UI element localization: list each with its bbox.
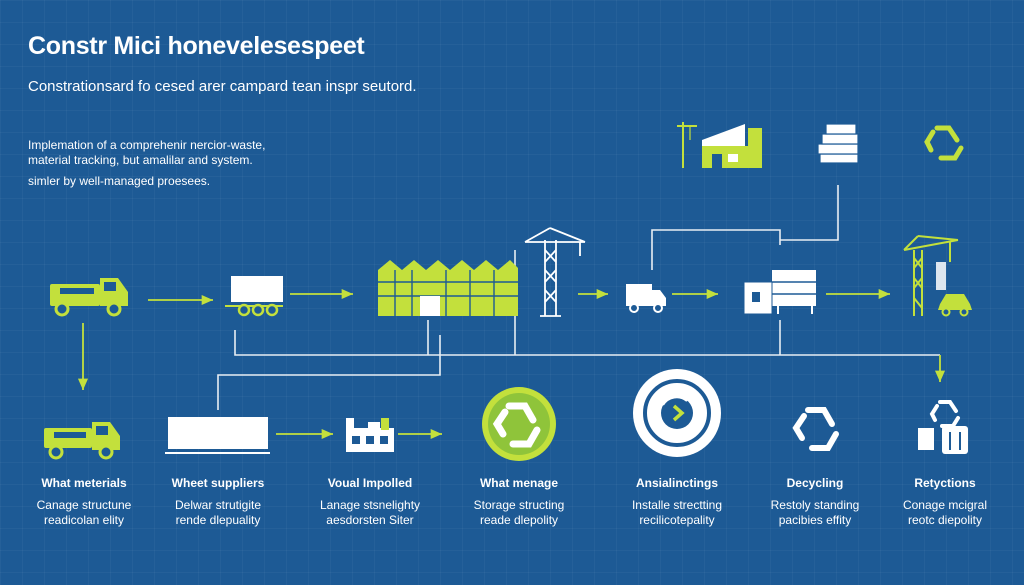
stage-label-retyctions: Retyctions Conage mcigral reotc diepolit… [870,476,1020,528]
arrow-circle-icon [633,369,721,457]
description-line: material tracking, but amalilar and syst… [28,153,253,167]
building-icon [743,270,816,315]
stage-title: Ansialinctings [635,476,718,490]
description: Implemation of a comprehenir nercior-was… [28,138,328,189]
recycle-icon [924,125,964,161]
stage-desc: reotc diepolity [907,513,983,527]
stage-title: Voual Impolled [327,476,413,490]
description-line: simler by well-managed proesees. [28,174,211,188]
stage-desc: Canage structune [36,498,132,512]
stage-desc: Conage mcigral [902,498,988,512]
stage-label-menage: What menage Storage structing reade dlep… [444,476,594,528]
stage-desc: Delwar strutigite [174,498,262,512]
page-subtitle: Constrationsard fo cesed arer campard te… [28,78,417,95]
stage-title: What menage [479,476,558,490]
stage-desc: rende dlepuality [175,513,261,527]
stage-label-materials: What meterials Canage structune readicol… [9,476,159,528]
stage-desc: pacibies effity [778,513,852,527]
stage-title: Retyctions [914,476,976,490]
stage-desc: readicolan elity [43,513,125,527]
stage-title: What meterials [41,476,127,490]
stage-label-impolled: Voual Impolled Lanage stsnelighty aesdor… [295,476,445,528]
delivery-van-icon [626,284,666,313]
stage-desc: Restoly standing [770,498,860,512]
stage-desc: Storage structing [473,498,565,512]
stage-desc: reade dlepolity [479,513,559,527]
stage-label-suppliers: Wheet suppliers Delwar strutigite rende … [143,476,293,528]
document-stack-icon [817,123,859,164]
warehouse-icon [378,260,518,316]
stage-desc: Installe strectting [631,498,723,512]
stage-title: Wheet suppliers [171,476,265,490]
stage-label-ansialinctings: Ansialinctings Installe strectting recil… [602,476,752,528]
stage-desc: Lanage stsnelighty [319,498,421,512]
trailer-icon [165,417,270,454]
connector-lines [217,185,940,410]
stage-title: Decycling [786,476,844,490]
truck-icon [44,422,120,460]
factory-icon [677,122,762,168]
stage-desc: aesdorsten Siter [326,513,414,527]
trailer-icon [225,276,283,317]
factory-icon [346,418,394,452]
flow-arrows [77,288,946,440]
crane-icon [524,227,586,317]
stage-desc: recilicotepality [639,513,715,527]
crane-with-car-icon [903,235,972,317]
truck-icon [50,278,128,317]
stage-label-decycling: Decycling Restoly standing pacibies effi… [740,476,890,528]
recycle-cycle-icon [482,387,556,461]
page-title: Constr Mici honevelesespeet [28,32,365,60]
description-line: Implemation of a comprehenir nercior-was… [28,138,266,152]
recycle-bin-icon [918,400,968,454]
recycle-icon [792,407,839,451]
